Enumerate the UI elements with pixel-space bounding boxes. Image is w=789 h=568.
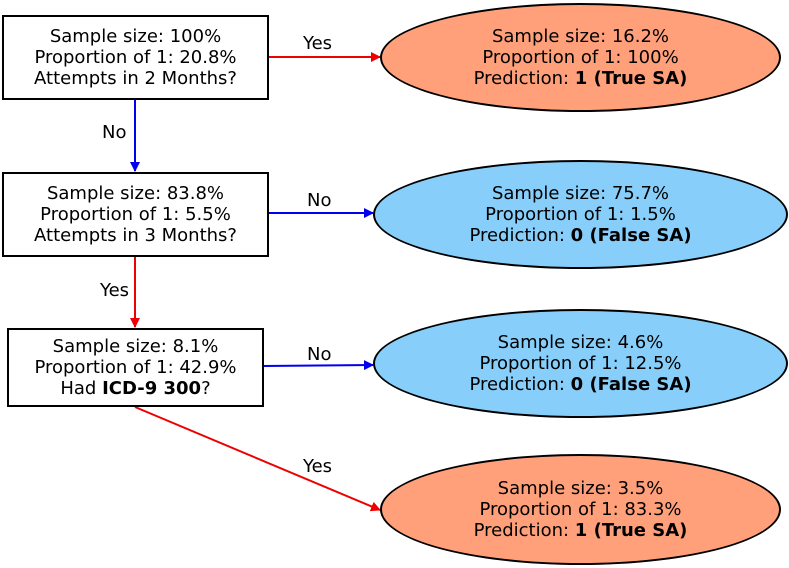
edge-no-3 (262, 360, 374, 371)
node-proportion: Proportion of 1: 20.8% (34, 47, 237, 68)
leaf-sample: Sample size: 16.2% (491, 26, 670, 47)
leaf-node-2: Sample size: 75.7% Proportion of 1: 1.5%… (373, 160, 788, 269)
decision-node-3: Sample size: 8.1% Proportion of 1: 42.9%… (7, 328, 264, 407)
node-proportion: Proportion of 1: 5.5% (40, 204, 231, 225)
leaf-node-4: Sample size: 3.5% Proportion of 1: 83.3%… (380, 454, 781, 565)
node-question: Had ICD-9 300? (60, 378, 210, 399)
node-question: Attempts in 3 Months? (34, 225, 237, 246)
prediction-value: 0 (False SA) (570, 225, 692, 246)
prediction-prefix: Prediction: (473, 520, 575, 541)
node-sample: Sample size: 100% (49, 26, 222, 47)
decision-node-2: Sample size: 83.8% Proportion of 1: 5.5%… (2, 172, 269, 257)
leaf-sample: Sample size: 4.6% (497, 332, 664, 353)
leaf-prediction: Prediction: 0 (False SA) (469, 225, 691, 246)
leaf-prediction: Prediction: 1 (True SA) (474, 520, 688, 541)
prediction-prefix: Prediction: (469, 225, 571, 246)
question-prefix: Had (60, 378, 103, 399)
edge-label-yes-2: Yes (100, 280, 130, 301)
prediction-value: 1 (True SA) (574, 520, 688, 541)
prediction-prefix: Prediction: (469, 374, 571, 395)
question-bold: ICD-9 300 (102, 378, 202, 399)
edge-label-yes-3: Yes (303, 456, 333, 477)
leaf-sample: Sample size: 75.7% (491, 183, 670, 204)
leaf-proportion: Proportion of 1: 83.3% (479, 499, 682, 520)
leaf-proportion: Proportion of 1: 1.5% (485, 204, 676, 225)
prediction-value: 1 (True SA) (574, 68, 688, 89)
prediction-value: 0 (False SA) (570, 374, 692, 395)
node-sample: Sample size: 8.1% (52, 336, 219, 357)
edge-label-no-1: No (102, 122, 127, 143)
leaf-proportion: Proportion of 1: 100% (482, 47, 679, 68)
node-question: Attempts in 2 Months? (34, 68, 237, 89)
leaf-prediction: Prediction: 0 (False SA) (469, 374, 691, 395)
leaf-proportion: Proportion of 1: 12.5% (479, 353, 682, 374)
edge-yes-3 (134, 406, 381, 512)
leaf-node-3: Sample size: 4.6% Proportion of 1: 12.5%… (373, 309, 788, 418)
decision-node-1: Sample size: 100% Proportion of 1: 20.8%… (2, 15, 269, 100)
edge-label-no-3: No (307, 344, 332, 365)
leaf-node-1: Sample size: 16.2% Proportion of 1: 100%… (380, 3, 781, 112)
node-sample: Sample size: 83.8% (46, 183, 225, 204)
node-proportion: Proportion of 1: 42.9% (34, 357, 237, 378)
leaf-prediction: Prediction: 1 (True SA) (474, 68, 688, 89)
question-suffix: ? (201, 378, 211, 399)
edge-label-yes-1: Yes (303, 33, 333, 54)
edge-label-no-2: No (307, 190, 332, 211)
leaf-sample: Sample size: 3.5% (497, 478, 664, 499)
prediction-prefix: Prediction: (473, 68, 575, 89)
